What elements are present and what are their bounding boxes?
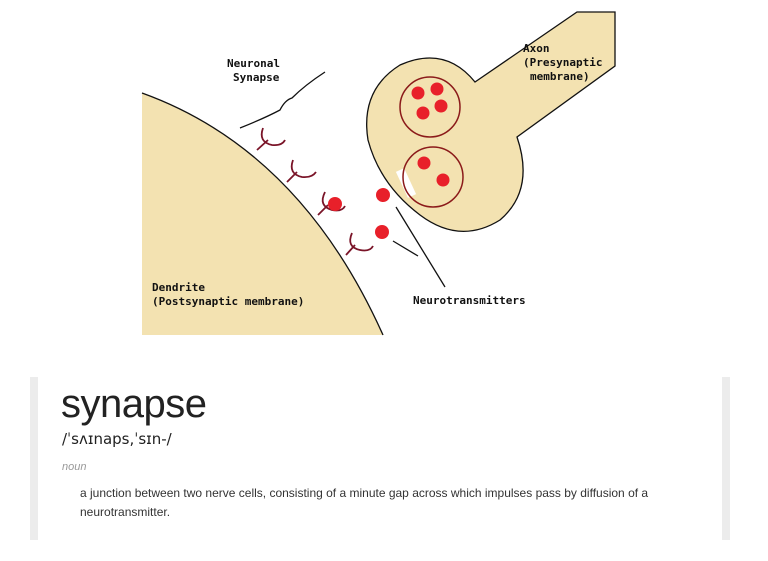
label-neurotransmitters: Neurotransmitters — [413, 294, 526, 307]
definition-text: a junction between two nerve cells, cons… — [80, 486, 649, 519]
label-neuronal: Neuronal — [227, 57, 280, 70]
label-dendrite: Dendrite — [152, 281, 205, 294]
dendrite-shape — [141, 92, 384, 336]
neurotransmitters — [328, 188, 390, 239]
receptors — [256, 127, 374, 256]
phonetic: /ˈsʌɪnaps,ˈsɪn-/ — [62, 430, 172, 448]
label-synapse: Synapse — [233, 71, 280, 84]
definition-word: synapse — [61, 382, 207, 426]
label-axon: Axon — [523, 42, 550, 55]
part-of-speech: noun — [62, 461, 87, 473]
label-presynaptic: (Presynaptic — [523, 56, 602, 69]
vesicle — [402, 146, 464, 208]
label-postsynaptic: (Postsynaptic membrane) — [152, 295, 304, 308]
card-left-border — [30, 377, 38, 540]
card-right-border — [722, 377, 730, 540]
label-presynaptic-membrane: membrane) — [530, 70, 590, 83]
vesicle — [399, 76, 461, 138]
axon-terminal-shape — [366, 11, 616, 232]
pointer-lines — [239, 71, 446, 288]
synapse-diagram: Neuronal Synapse Axon (Presynaptic membr… — [141, 11, 616, 336]
